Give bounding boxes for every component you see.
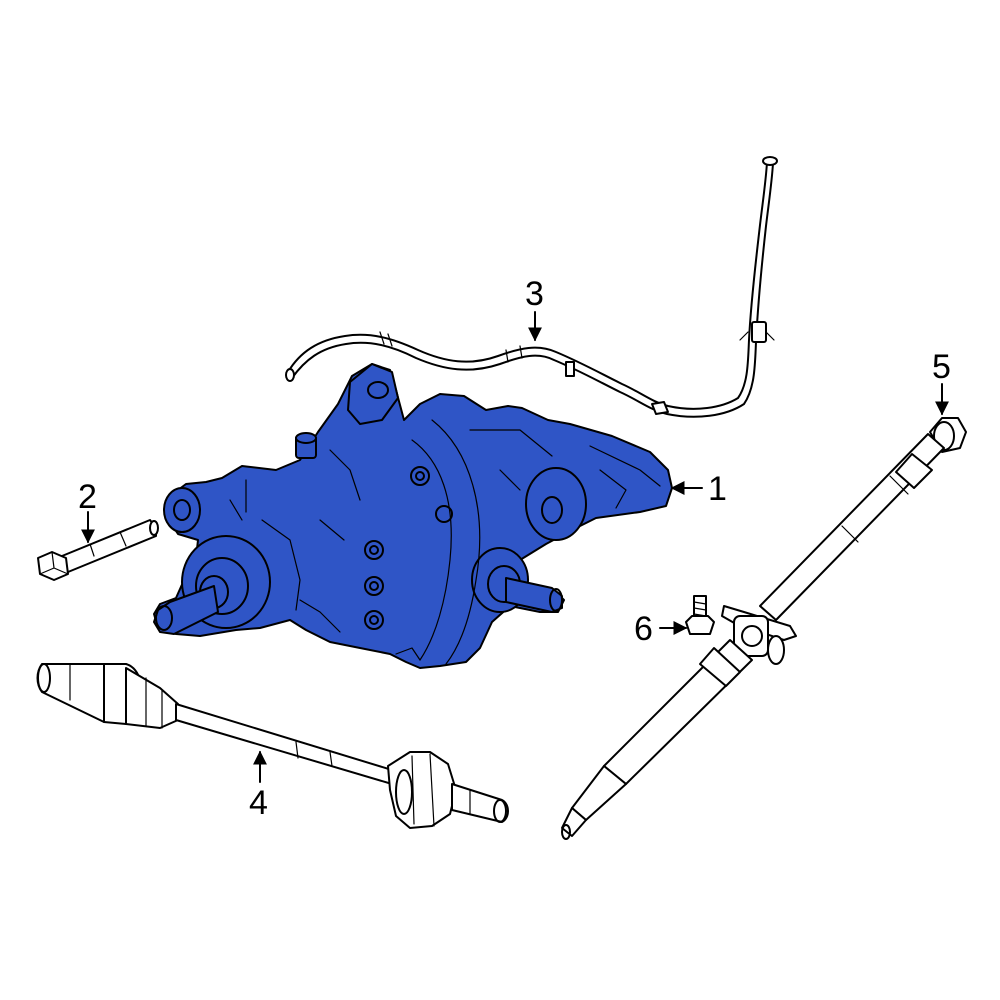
callout-label: 4 (249, 784, 268, 822)
callout-2: 2 (78, 478, 97, 544)
axle-shaft[interactable] (36, 663, 509, 829)
callout-6: 6 (634, 610, 688, 648)
callout-5: 5 (932, 348, 951, 416)
cover-bolt (410, 466, 430, 486)
callout-label: 3 (525, 275, 544, 313)
rear-differential-assembly[interactable] (153, 363, 673, 669)
callout-label: 1 (708, 470, 727, 508)
callout-label: 5 (932, 348, 951, 386)
bolt-long[interactable] (37, 519, 159, 581)
cover-bolt (364, 576, 384, 596)
bolt-short[interactable] (685, 595, 715, 635)
callout-1: 1 (670, 470, 727, 508)
vent-hose[interactable] (285, 156, 778, 418)
callout-4: 4 (249, 750, 268, 822)
callout-label: 6 (634, 610, 653, 648)
callout-label: 2 (78, 478, 97, 516)
drive-shaft[interactable] (561, 417, 967, 840)
cover-bolt (364, 610, 384, 630)
cover-bolt (435, 505, 453, 523)
callout-3: 3 (525, 275, 544, 342)
cover-bolt (364, 540, 384, 560)
